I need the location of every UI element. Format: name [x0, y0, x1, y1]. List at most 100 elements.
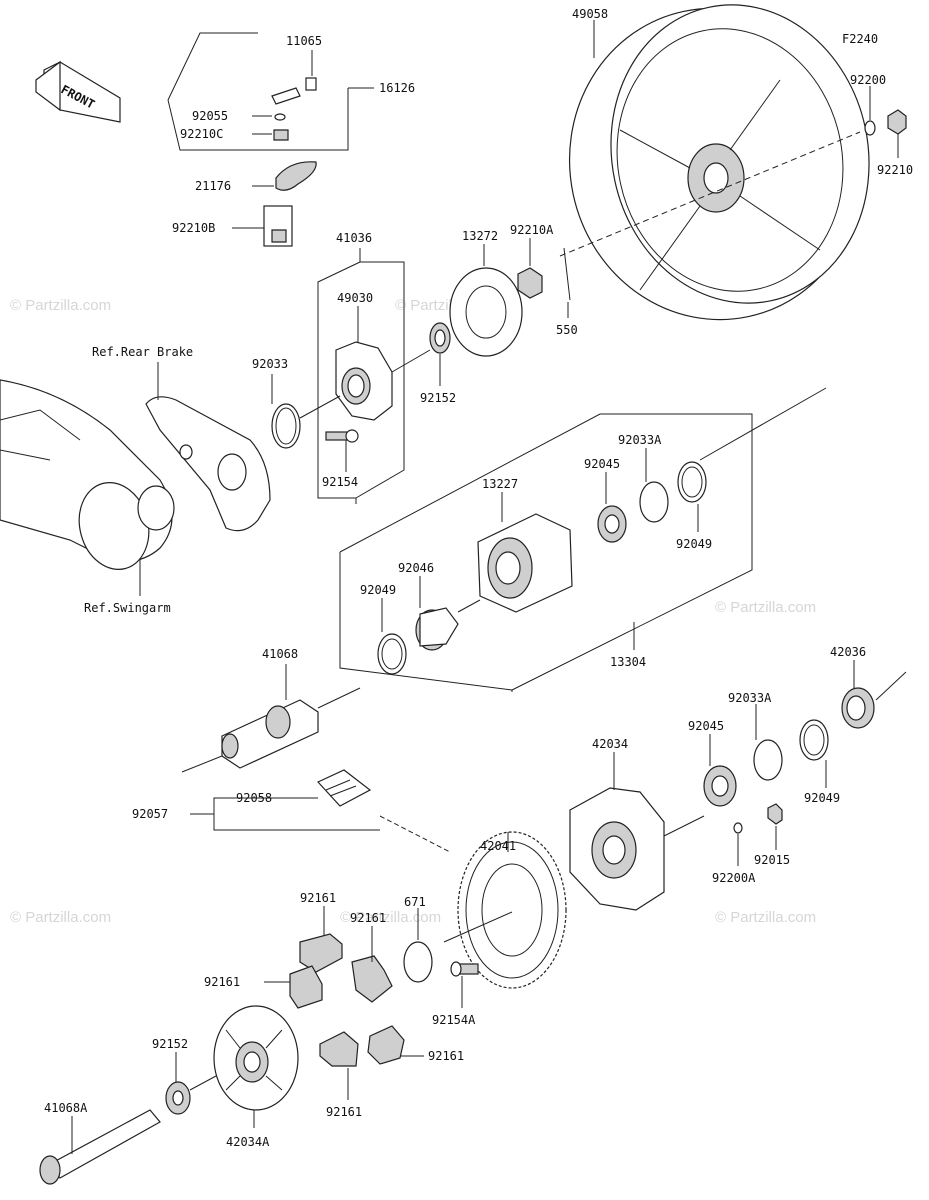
part-92210-shape: [887, 109, 907, 135]
part-92033A-shape: [639, 481, 669, 523]
label-92210B: 92210B: [172, 221, 215, 235]
part-92154-shape: [325, 429, 359, 443]
label-42034: 42034: [592, 737, 628, 751]
part-42041-shape: [457, 831, 567, 989]
part-13272-shape: [449, 267, 523, 357]
label-92161-c: 92161: [204, 975, 240, 989]
watermark-6: © Partzilla.com: [715, 909, 816, 926]
watermark-3: © Partzilla.com: [715, 599, 816, 616]
front-arrow-icon: FRONT: [35, 60, 121, 123]
part-11065-shape: [305, 77, 317, 91]
label-41068: 41068: [262, 647, 298, 661]
axis-41068-right: [317, 687, 361, 709]
bracket-41036: [317, 248, 361, 504]
label-92015: 92015: [754, 853, 790, 867]
label-92200: 92200: [850, 73, 886, 87]
axis-41068-left: [181, 755, 223, 773]
label-92154A: 92154A: [432, 1013, 476, 1027]
label-42041: 42041: [480, 839, 516, 853]
part-92045-inner: [604, 514, 620, 534]
part-92049-inner: [681, 466, 703, 498]
damper-92161-d: [319, 1031, 359, 1067]
label-13227: 13227: [482, 477, 518, 491]
bracket-16126-left: [167, 32, 258, 101]
label-92045: 92045: [584, 457, 620, 471]
label-21176: 21176: [195, 179, 231, 193]
label-49058: 49058: [572, 7, 608, 21]
part-92055-shape: [274, 113, 286, 121]
label-16126: 16126: [379, 81, 415, 95]
watermark-1: © Partzilla.com: [10, 297, 111, 314]
axis-42034: [663, 815, 705, 837]
part-92200-shape: [864, 120, 876, 136]
part-671-shape: [403, 941, 433, 983]
label-92154: 92154: [322, 475, 358, 489]
axis-wheel: [559, 131, 861, 257]
part-49030-shape: [335, 341, 393, 421]
axis-hub-left: [457, 599, 481, 613]
part-41068-shape: [221, 699, 319, 769]
label-92161-e: 92161: [326, 1105, 362, 1119]
axis-line-2: [391, 349, 431, 373]
label-92210C: 92210C: [180, 127, 223, 141]
axis-42041: [443, 911, 513, 943]
label-92200A: 92200A: [712, 871, 756, 885]
part-92210B-shape: [271, 229, 287, 243]
bracket-92057: [213, 814, 380, 831]
label-11065: 11065: [286, 34, 322, 48]
label-92210A: 92210A: [510, 223, 554, 237]
part-92057-shape: [379, 815, 451, 853]
label-92161-d: 92161: [428, 1049, 464, 1063]
swingarm-ref-label: Ref.Swingarm: [84, 601, 171, 615]
label-92049-left: 92049: [360, 583, 396, 597]
bracket-41036-right: [355, 261, 405, 499]
part-41068A-shape: [39, 1109, 161, 1185]
label-41036: 41036: [336, 231, 372, 245]
bracket-13304-left: [339, 552, 513, 692]
part-42034-shape: [569, 787, 665, 911]
label-13272: 13272: [462, 229, 498, 243]
label-92046: 92046: [398, 561, 434, 575]
bracket-92058: [190, 797, 318, 815]
damper-92161-c: [351, 955, 393, 1003]
part-92033-inner: [275, 407, 297, 445]
part-92049-left-inner: [381, 638, 403, 670]
part-92015-shape: [767, 803, 783, 825]
part-92210A-shape: [517, 267, 543, 299]
label-92161-a: 92161: [300, 891, 336, 905]
part-21176-shape: [275, 161, 317, 191]
label-92033A: 92033A: [618, 433, 662, 447]
axis-lower: [189, 1075, 217, 1091]
part-42036-inner: [846, 695, 866, 721]
part-92210C-shape: [273, 129, 289, 141]
label-92045-lower: 92045: [688, 719, 724, 733]
label-92055: 92055: [192, 109, 228, 123]
part-92152-inner: [434, 329, 446, 347]
figure-code: F2240: [842, 32, 878, 46]
watermark-4: © Partzilla.com: [10, 909, 111, 926]
label-13304: 13304: [610, 655, 646, 669]
label-671: 671: [404, 895, 426, 909]
part-550-shape: [563, 247, 571, 301]
axis-hub: [699, 387, 827, 461]
bracket-13304-right: [511, 432, 753, 691]
part-92200A-shape: [733, 822, 743, 834]
label-550: 550: [556, 323, 578, 337]
swingarm-ref-shape: [0, 379, 175, 571]
damper-92161-a: [299, 933, 343, 973]
axis-line-1: [299, 395, 341, 419]
label-42034A: 42034A: [226, 1135, 270, 1149]
bracket-16126-box: [167, 88, 349, 151]
rear-brake-ref-shape: [145, 396, 271, 532]
label-92033: 92033: [252, 357, 288, 371]
axis-42036: [875, 671, 907, 701]
part-13227-shape: [477, 513, 573, 613]
label-92033A-lower: 92033A: [728, 691, 772, 705]
part-49058-shape: [568, 4, 870, 321]
part-92046-shape: [415, 607, 459, 651]
part-92033-shape: [271, 403, 301, 449]
part-92033A-lower-shape: [753, 739, 783, 781]
part-92058-shape: [317, 769, 372, 807]
part-92049-lower-inner: [803, 724, 825, 756]
